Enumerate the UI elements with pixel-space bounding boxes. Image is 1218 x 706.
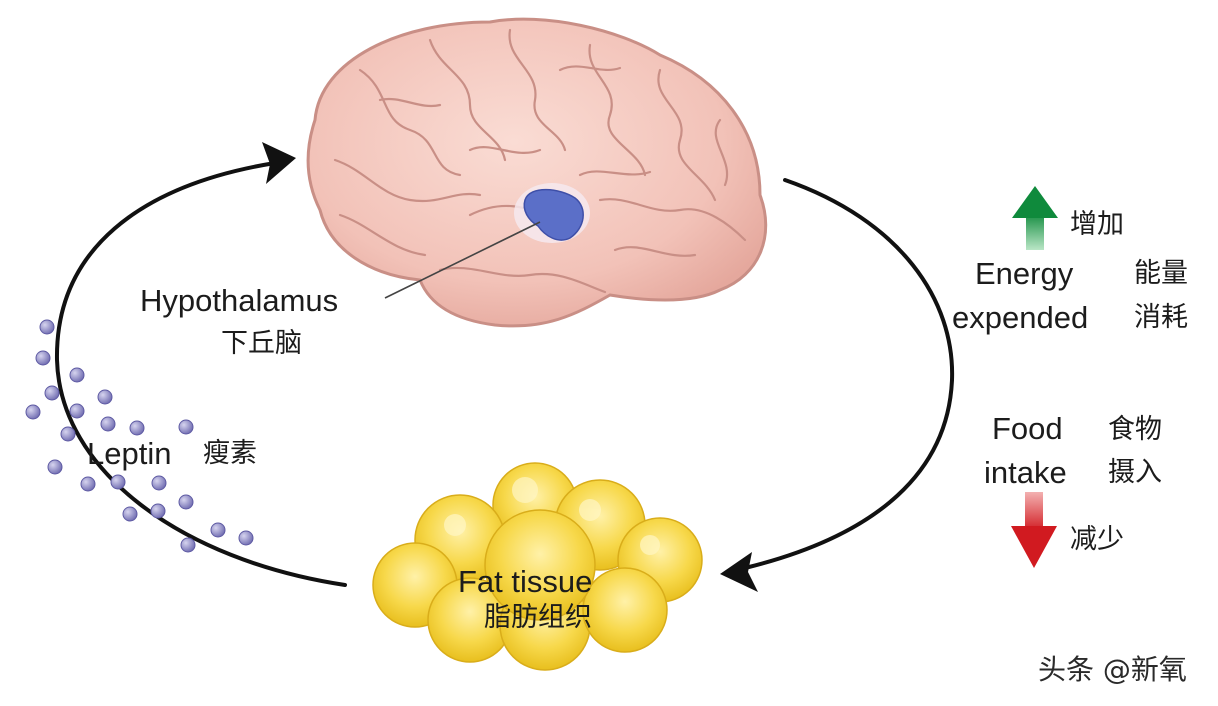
energy-change-label: 增加 bbox=[1070, 209, 1124, 240]
hypothalamus-region bbox=[523, 188, 584, 241]
leptin-label: Leptin bbox=[87, 436, 172, 471]
energy-zh-line2: 消耗 bbox=[1134, 302, 1188, 333]
leptin-label-zh: 瘦素 bbox=[203, 438, 257, 469]
hypothalamus-label: Hypothalamus bbox=[140, 283, 339, 318]
food-change-label: 减少 bbox=[1070, 524, 1124, 555]
energy-label-line2: expended bbox=[952, 300, 1089, 335]
food-zh-line2: 摄入 bbox=[1108, 457, 1162, 488]
energy-zh-line1: 能量 bbox=[1134, 258, 1188, 289]
fat-tissue-label-zh: 脂肪组织 bbox=[484, 602, 592, 633]
fat-tissue-illustration bbox=[372, 462, 703, 671]
energy-label-line1: Energy bbox=[975, 256, 1074, 291]
hypothalamus-label-zh: 下丘脑 bbox=[221, 328, 302, 359]
leptin-molecules bbox=[25, 319, 254, 553]
hypothalamus-pointer bbox=[384, 221, 541, 299]
fat-highlights bbox=[444, 477, 660, 555]
arrowhead-to-fat bbox=[720, 552, 758, 592]
arrow-down-icon bbox=[1011, 492, 1057, 568]
arrow-leptin-to-brain bbox=[54, 161, 347, 587]
food-label-line1: Food bbox=[992, 411, 1063, 446]
feedback-arrows bbox=[54, 161, 955, 587]
food-label-line2: intake bbox=[984, 455, 1067, 490]
brain-illustration bbox=[306, 17, 768, 328]
watermark: 头条 @新氧 bbox=[1038, 653, 1187, 686]
arrow-brain-to-fat bbox=[743, 178, 955, 570]
arrow-up-icon bbox=[1012, 186, 1058, 250]
food-zh-line1: 食物 bbox=[1108, 414, 1162, 445]
fat-tissue-label: Fat tissue bbox=[458, 564, 593, 599]
arrowhead-to-brain bbox=[262, 142, 296, 184]
